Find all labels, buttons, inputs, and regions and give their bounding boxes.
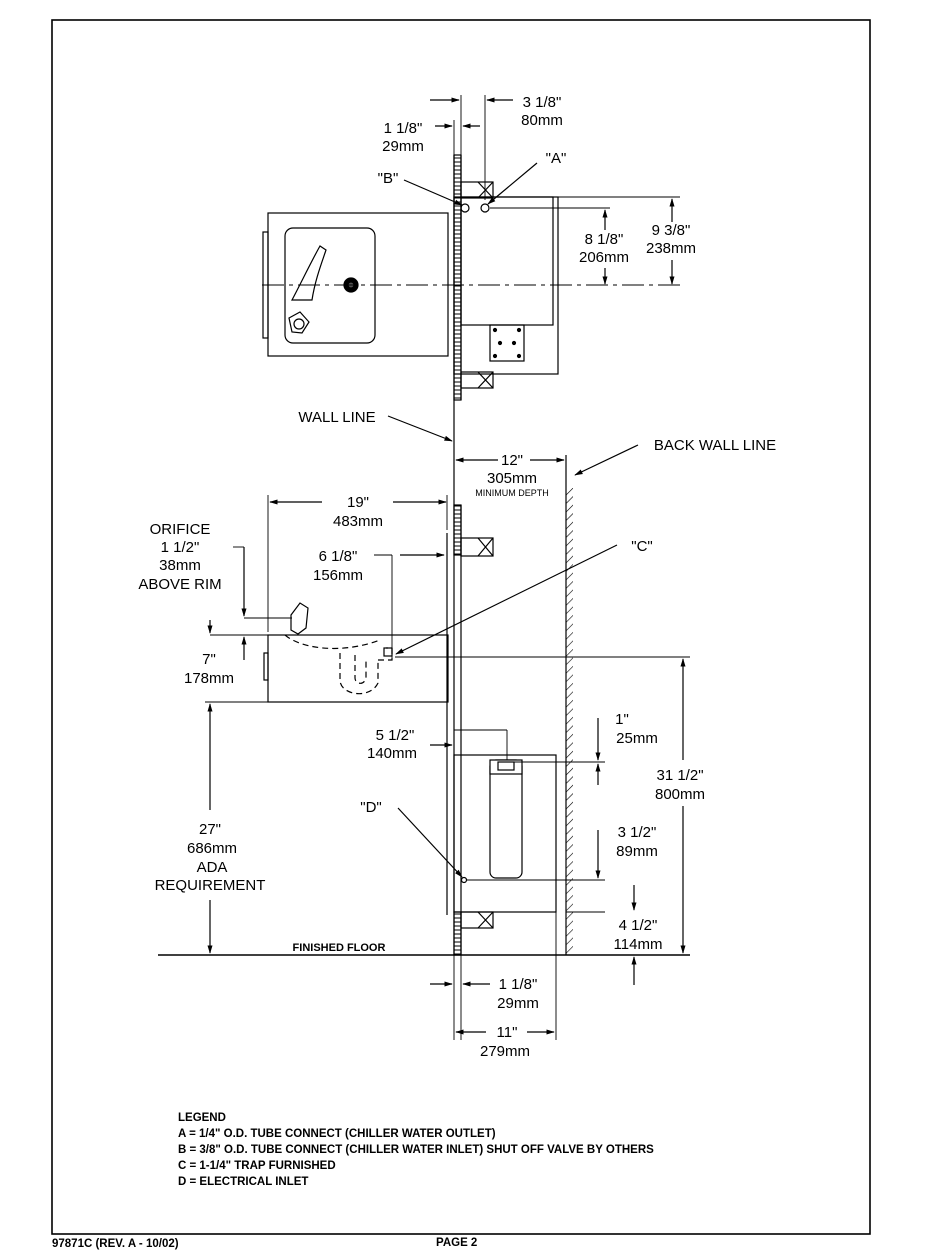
dim-4-1-2-in: 4 1/2" bbox=[619, 917, 658, 934]
wall-line-label: WALL LINE bbox=[298, 409, 375, 426]
legend-item-d: D = ELECTRICAL INLET bbox=[178, 1176, 309, 1188]
dim-7-mm: 178mm bbox=[184, 670, 234, 687]
finished-floor-label: FINISHED FLOOR bbox=[293, 942, 386, 954]
dim-31-1-2-in: 31 1/2" bbox=[656, 767, 703, 784]
dim-4-1-2-mm: 114mm bbox=[614, 936, 663, 953]
dim-5-1-2-mm: 140mm bbox=[367, 745, 417, 762]
dim-6-1-8-in: 6 1/8" bbox=[319, 548, 358, 565]
dim-12-mm: 305mm bbox=[487, 470, 537, 487]
callout-c: "C" bbox=[631, 538, 652, 555]
legend: LEGEND A = 1/4" O.D. TUBE CONNECT (CHILL… bbox=[178, 1110, 654, 1190]
orifice-in: 1 1/2" bbox=[161, 539, 200, 556]
dim-27-ada: ADA bbox=[197, 859, 228, 876]
dim-3-1-8-in: 3 1/8" bbox=[523, 94, 562, 111]
dim-12-in: 12" bbox=[501, 452, 523, 469]
dim-27-requirement: REQUIREMENT bbox=[155, 877, 266, 894]
fountain-top-view bbox=[262, 212, 449, 357]
dim-5-1-2-in: 5 1/2" bbox=[376, 727, 415, 744]
legend-title: LEGEND bbox=[178, 1112, 226, 1124]
page-number: PAGE 2 bbox=[436, 1237, 478, 1249]
legend-item-a: A = 1/4" O.D. TUBE CONNECT (CHILLER WATE… bbox=[178, 1128, 496, 1140]
callout-labels: "A" "B" "C" "D" WALL LINE BACK WALL LINE… bbox=[293, 150, 777, 954]
dim-3-1-2-in: 3 1/2" bbox=[618, 824, 657, 841]
callout-b: "B" bbox=[378, 170, 399, 187]
top-wall-strip bbox=[453, 154, 462, 401]
orifice-label: ORIFICE bbox=[150, 521, 211, 538]
document-number: 97871C (REV. A - 10/02) bbox=[52, 1238, 179, 1250]
dim-27-in: 27" bbox=[199, 821, 221, 838]
dim-1-1-8-top-in: 1 1/8" bbox=[384, 120, 423, 137]
orifice-above-rim: ABOVE RIM bbox=[138, 576, 221, 593]
dim-3-1-8-mm: 80mm bbox=[521, 112, 563, 129]
electrical-box-top bbox=[489, 324, 525, 362]
dim-19-in: 19" bbox=[347, 494, 369, 511]
dim-1-1-8-bottom-mm: 29mm bbox=[497, 995, 539, 1012]
callout-a: "A" bbox=[546, 150, 567, 167]
connection-d bbox=[460, 876, 468, 884]
dim-8-1-8-in: 8 1/8" bbox=[585, 231, 624, 248]
legend-item-b: B = 3/8" O.D. TUBE CONNECT (CHILLER WATE… bbox=[178, 1144, 654, 1156]
filter-unit bbox=[453, 730, 557, 913]
dim-3-1-2-mm: 89mm bbox=[616, 843, 658, 860]
connection-a bbox=[480, 203, 490, 213]
min-depth-label: MINIMUM DEPTH bbox=[475, 488, 549, 498]
dim-9-3-8-mm: 238mm bbox=[646, 240, 696, 257]
dimension-labels: 3 1/8" 80mm 1 1/8" 29mm 8 1/8" 206mm 9 3… bbox=[138, 94, 705, 1060]
top-view bbox=[262, 95, 680, 401]
orifice-mm: 38mm bbox=[159, 557, 201, 574]
dim-8-1-8-mm: 206mm bbox=[579, 249, 629, 266]
legend-item-c: C = 1-1/4" TRAP FURNISHED bbox=[178, 1160, 336, 1172]
side-wall-strip bbox=[453, 504, 462, 556]
dim-7-in: 7" bbox=[202, 651, 216, 668]
chiller-outline bbox=[453, 196, 559, 375]
dim-1-mm: 25mm bbox=[616, 730, 658, 747]
dim-1-1-8-top-mm: 29mm bbox=[382, 138, 424, 155]
dim-1-1-8-bottom-in: 1 1/8" bbox=[499, 976, 538, 993]
back-wall bbox=[566, 488, 573, 955]
dim-11-in: 11" bbox=[497, 1024, 518, 1041]
dim-19-mm: 483mm bbox=[333, 513, 383, 530]
dim-27-mm: 686mm bbox=[187, 840, 237, 857]
side-view bbox=[158, 400, 690, 1040]
dim-6-1-8-mm: 156mm bbox=[313, 567, 363, 584]
back-wall-line-label: BACK WALL LINE bbox=[654, 437, 776, 454]
page-border bbox=[51, 19, 871, 1235]
dim-1-in: 1" bbox=[615, 711, 629, 728]
connection-b bbox=[460, 203, 470, 213]
dim-11-mm: 279mm bbox=[480, 1043, 530, 1060]
side-blocking bbox=[460, 537, 494, 929]
dim-9-3-8-in: 9 3/8" bbox=[652, 222, 691, 239]
dim-31-1-2-mm: 800mm bbox=[655, 786, 705, 803]
top-blocking bbox=[460, 181, 494, 389]
callout-d: "D" bbox=[360, 799, 381, 816]
